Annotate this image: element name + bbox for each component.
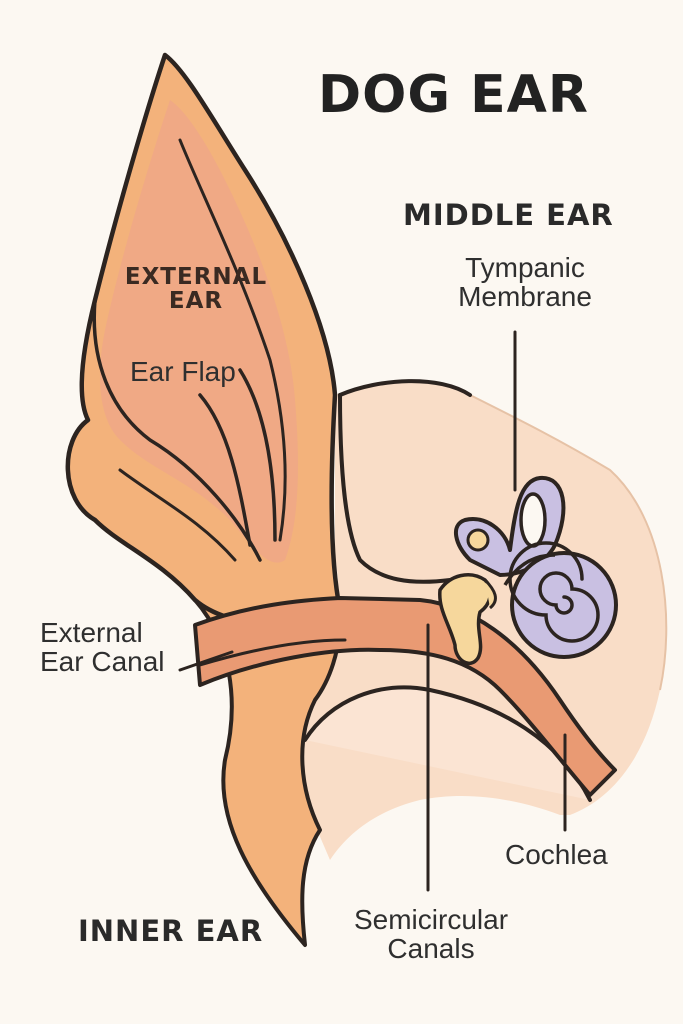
diagram-title: DOG EAR <box>318 65 589 125</box>
external-ear-canal-leader <box>178 650 234 672</box>
cochlea-spiral <box>508 541 600 643</box>
ear-flap-label: Ear Flap <box>130 356 236 387</box>
tympanic-membrane-label: Tympanic Membrane <box>458 252 592 313</box>
inner-ear-heading: INNER EAR <box>78 914 264 948</box>
ear-canal-inner-line <box>198 638 347 667</box>
canal-tissue-outline <box>338 393 452 584</box>
cochlea-shape <box>510 551 618 659</box>
inner-pinna-shape <box>100 100 298 563</box>
ossicle-shape <box>438 573 493 665</box>
ear-canal-band <box>193 596 617 797</box>
semicircular-canals-label: Semicircular Canals <box>353 904 509 965</box>
external-ear-canal-label: External Ear Canal <box>40 617 165 678</box>
external-ear-heading: EXTERNAL EAR <box>124 264 268 315</box>
cochlea-label: Cochlea <box>505 839 608 870</box>
pinna-fold-lines <box>92 298 262 562</box>
inner-tissue-outline <box>469 394 668 691</box>
middle-ear-heading: MIDDLE EAR <box>403 198 614 232</box>
neck-region <box>193 598 342 947</box>
